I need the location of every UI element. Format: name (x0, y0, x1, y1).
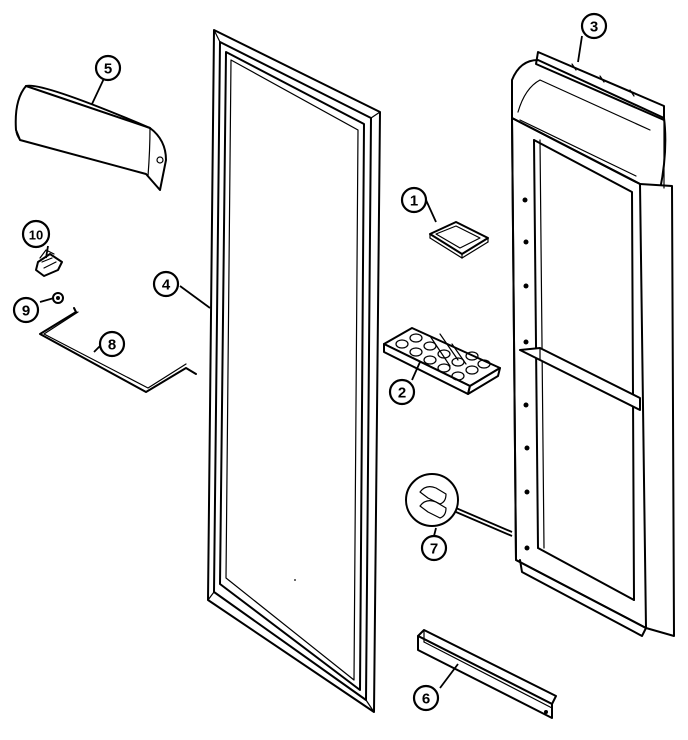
callout-4: 4 (152, 270, 180, 298)
dairy-cover-drawing (14, 84, 167, 191)
callout-number: 2 (398, 385, 406, 402)
callout-1: 1 (400, 186, 428, 214)
callout-number: 4 (162, 277, 171, 294)
callout-number: 7 (430, 541, 438, 558)
callout-9: 9 (12, 296, 40, 324)
callout-8: 8 (98, 330, 126, 358)
callout-number: 6 (422, 691, 430, 708)
callout-10: 10 (21, 219, 51, 249)
rod-drawing (39, 307, 197, 393)
butter-tray-drawing (429, 221, 489, 259)
door-gasket-drawing (207, 29, 381, 713)
callout-number: 9 (22, 303, 30, 320)
clip-drawing (35, 249, 63, 277)
callout-number: 5 (104, 61, 112, 78)
callout-7: 7 (420, 534, 448, 562)
door-liner-drawing (511, 51, 675, 637)
callout-2: 2 (388, 378, 416, 406)
trim-strip-drawing (417, 629, 557, 719)
callout-6: 6 (412, 684, 440, 712)
callout-number: 1 (410, 193, 418, 210)
liner-screw-holes (522, 197, 530, 551)
callout-number: 10 (29, 228, 43, 243)
nut-drawing (52, 292, 64, 304)
callout-number: 3 (590, 19, 598, 36)
door-clip-drawing (405, 473, 513, 537)
callout-5: 5 (94, 54, 122, 82)
callout-number: 8 (108, 337, 116, 354)
callout-3: 3 (580, 12, 608, 40)
egg-tray-drawing (383, 327, 501, 395)
